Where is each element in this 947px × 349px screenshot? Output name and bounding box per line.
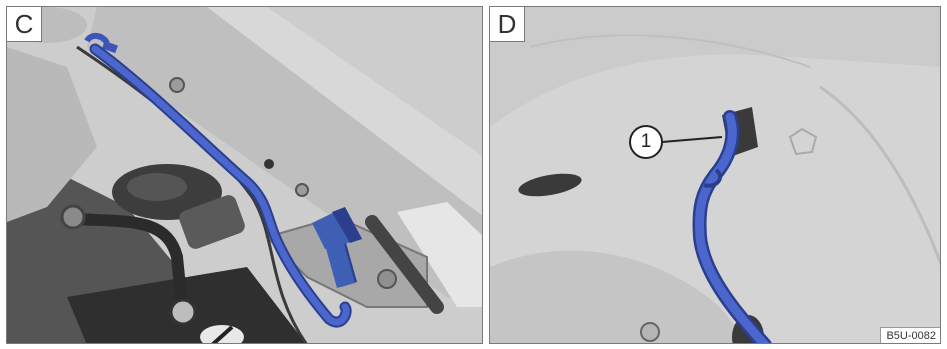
terminal-clamp: [171, 300, 195, 324]
panel-d-illustration: [490, 7, 941, 344]
image-code: B5U-0082: [880, 327, 940, 343]
panel-label-c: C: [7, 7, 42, 42]
bolt: [296, 184, 308, 196]
cable-terminal: [62, 206, 84, 228]
panel-d: D 1 B5U-0082: [489, 6, 941, 344]
panel-label-d: D: [490, 7, 525, 42]
hole: [264, 159, 274, 169]
bolt: [641, 323, 659, 341]
panel-c-illustration: [7, 7, 483, 344]
bolt: [170, 78, 184, 92]
callout-1: 1: [629, 125, 663, 159]
panel-c: C: [6, 6, 483, 344]
